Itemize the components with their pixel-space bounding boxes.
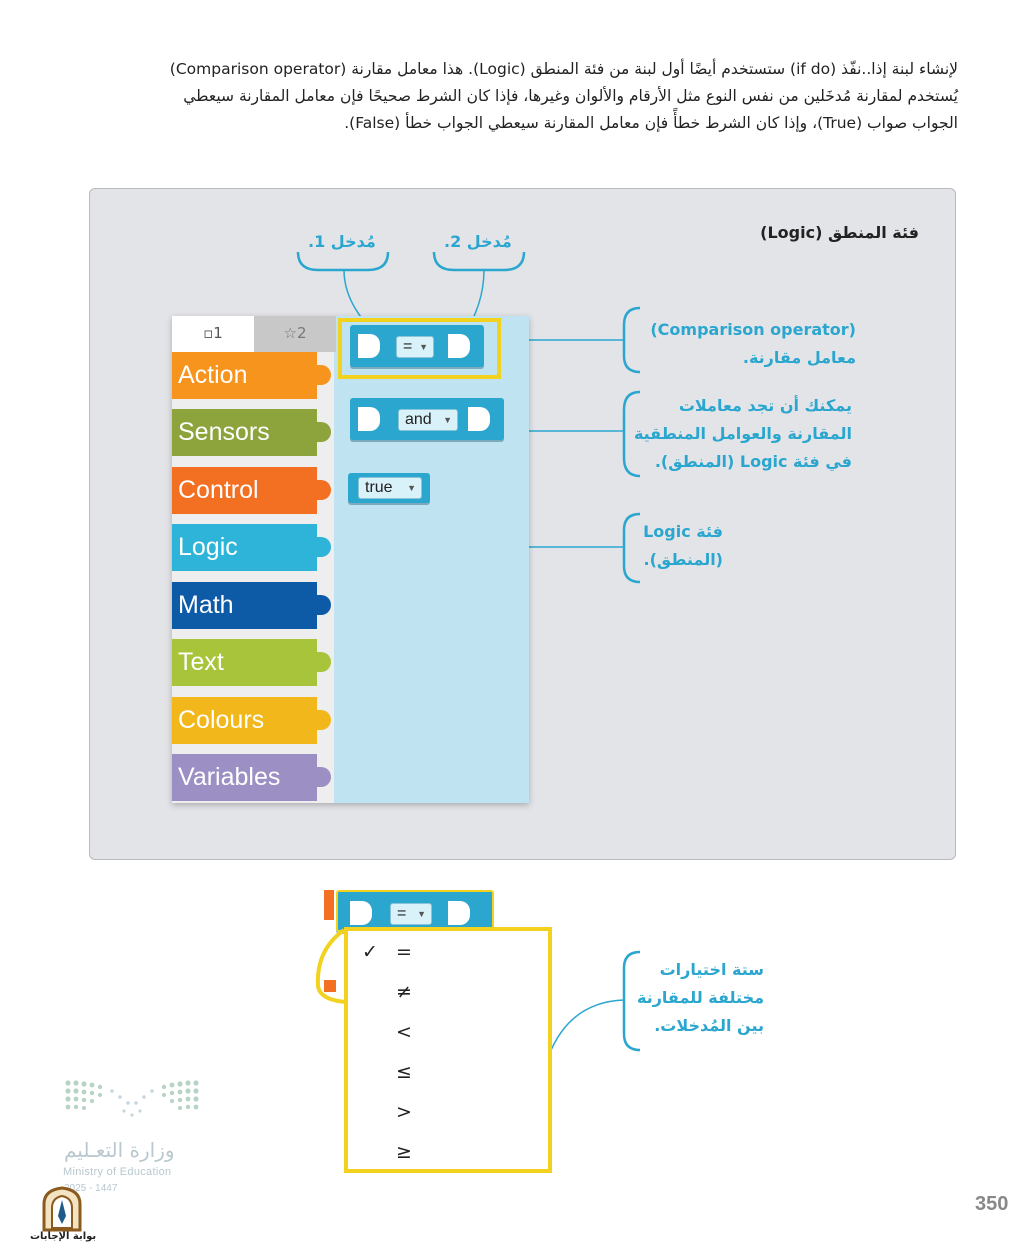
watermark-text: بوابة الإجابات	[30, 1231, 97, 1242]
dropdown-curve	[315, 928, 347, 1004]
compare-block-highlight	[338, 318, 501, 379]
compare-block-open[interactable]: =▼	[336, 890, 494, 932]
intro-line-3: الجواب صواب (True)، وإذا كان الشرط خطأً …	[344, 114, 958, 132]
compare-operator-dropdown[interactable]: =▼	[396, 336, 434, 358]
toolbox-tab-1[interactable]: ▫1	[172, 316, 254, 352]
category-label: Variables	[178, 763, 281, 791]
operator-option-lte[interactable]: ≤	[348, 1053, 548, 1093]
and-input-2[interactable]	[468, 407, 490, 431]
dropdown-arrow-icon: ▼	[419, 342, 428, 352]
logic-callout-line1: فئة Logic	[643, 522, 723, 541]
logic-callout: فئة Logic (المنطق).	[643, 518, 723, 574]
find-callout-line1: يمكنك أن تجد معاملات	[678, 396, 852, 415]
dropdown-arrow-icon: ▼	[417, 909, 426, 919]
compare-block[interactable]: =▼	[350, 325, 484, 367]
operator-symbol: ≠	[396, 981, 412, 1003]
operator-symbol: =	[396, 941, 412, 963]
toolbox-tab-2[interactable]: ☆2	[254, 316, 336, 352]
options-callout-line1: ستة اختيارات	[659, 960, 764, 979]
category-sensors[interactable]: Sensors	[172, 409, 331, 456]
dropdown-arrow-icon: ▼	[407, 483, 416, 493]
intro-line-2: يُستخدم لمقارنة مُدخَلين من نفس النوع مث…	[183, 87, 958, 105]
find-bracket	[622, 390, 641, 478]
dropdown-arrow-icon: ▼	[443, 415, 452, 425]
compare-input-2[interactable]	[448, 334, 470, 358]
options-callout: ستة اختيارات مختلفة للمقارنة بين المُدخل…	[637, 956, 764, 1040]
category-label: Math	[178, 591, 234, 619]
input2-label: مُدخل 2.	[444, 232, 512, 251]
checkmark-icon: ✓	[362, 941, 378, 963]
category-label: Control	[178, 476, 259, 504]
find-callout: يمكنك أن تجد معاملات المقارنة والعوامل ا…	[634, 392, 852, 476]
toolbox-tabs: ▫1 ☆2	[172, 316, 337, 352]
compare-operator: =	[397, 905, 407, 922]
compare-operator-dropdown[interactable]: =▼	[390, 903, 432, 925]
panel-title: فئة المنطق (Logic)	[760, 223, 919, 242]
category-label: Action	[178, 361, 248, 389]
and-operator: and	[405, 411, 432, 428]
and-operator-dropdown[interactable]: and ▼	[398, 409, 458, 431]
options-bracket	[622, 950, 641, 1052]
ministry-name-arabic: وزارة التعـليم	[64, 1138, 175, 1162]
input2-bracket	[432, 251, 526, 272]
logic-callout-line2: (المنطق).	[643, 550, 723, 569]
operator-symbol: <	[396, 1021, 412, 1043]
intro-paragraph: لإنشاء لبنة إذا..نفّذ (if do) ستستخدم أي…	[88, 56, 958, 137]
ministry-name-english: Ministry of Education	[63, 1166, 172, 1178]
boolean-value: true	[365, 479, 393, 496]
compare-input-2[interactable]	[448, 901, 470, 925]
operator-symbol: >	[396, 1101, 412, 1123]
boolean-dropdown[interactable]: true ▼	[358, 477, 422, 499]
input1-bracket	[296, 251, 390, 272]
options-callout-line2: مختلفة للمقارنة	[637, 988, 764, 1007]
operator-option-eq[interactable]: ✓ =	[348, 933, 548, 973]
category-label: Colours	[178, 706, 265, 734]
category-text[interactable]: Text	[172, 639, 331, 686]
input1-label: مُدخل 1.	[308, 232, 376, 251]
ministry-logo-icon	[65, 1080, 199, 1117]
operator-symbol: ≤	[396, 1061, 412, 1083]
boolean-block[interactable]: true ▼	[348, 473, 430, 503]
page-number: 350	[975, 1193, 1009, 1215]
options-callout-line3: بين المُدخلات.	[654, 1016, 764, 1035]
operator-option-gt[interactable]: >	[348, 1093, 548, 1133]
category-colours[interactable]: Colours	[172, 697, 331, 744]
ministry-year: 2025 - 1447	[64, 1183, 118, 1194]
category-control[interactable]: Control	[172, 467, 331, 514]
operator-callout-line2: معامل مقارنة.	[742, 348, 856, 367]
operator-option-gte[interactable]: ≥	[348, 1133, 548, 1173]
and-block[interactable]: and ▼	[350, 398, 504, 440]
operator-option-neq[interactable]: ≠	[348, 973, 548, 1013]
category-action[interactable]: Action	[172, 352, 331, 399]
category-label: Text	[178, 648, 224, 676]
category-logic[interactable]: Logic	[172, 524, 331, 571]
category-variables[interactable]: Variables	[172, 754, 331, 801]
category-math[interactable]: Math	[172, 582, 331, 629]
logic-bracket	[622, 512, 641, 584]
find-callout-line2: المقارنة والعوامل المنطقية	[633, 424, 852, 443]
intro-line-1: لإنشاء لبنة إذا..نفّذ (if do) ستستخدم أي…	[169, 60, 958, 78]
category-edge-small	[324, 980, 336, 992]
find-callout-line3: في فئة Logic (المنطق).	[654, 452, 852, 471]
category-label: Logic	[178, 533, 238, 561]
category-edge	[324, 890, 334, 920]
compare-input-1[interactable]	[350, 901, 372, 925]
operator-callout: (Comparison operator) معامل مقارنة.	[650, 316, 856, 372]
compare-operator: =	[403, 338, 413, 355]
operator-callout-line1: (Comparison operator)	[650, 320, 856, 339]
operator-bracket	[622, 306, 641, 374]
category-column: Action Sensors Control Logic Math Text C…	[172, 352, 334, 803]
watermark-logo-icon	[42, 1186, 82, 1232]
compare-input-1[interactable]	[358, 334, 380, 358]
category-label: Sensors	[178, 418, 270, 446]
blockly-toolbox: ▫1 ☆2 Action Sensors Control Logic Math …	[172, 316, 529, 803]
operator-menu: ✓ = ≠ < ≤ > ≥	[344, 927, 552, 1173]
and-input-1[interactable]	[358, 407, 380, 431]
operator-symbol: ≥	[396, 1141, 412, 1163]
operator-option-lt[interactable]: <	[348, 1013, 548, 1053]
